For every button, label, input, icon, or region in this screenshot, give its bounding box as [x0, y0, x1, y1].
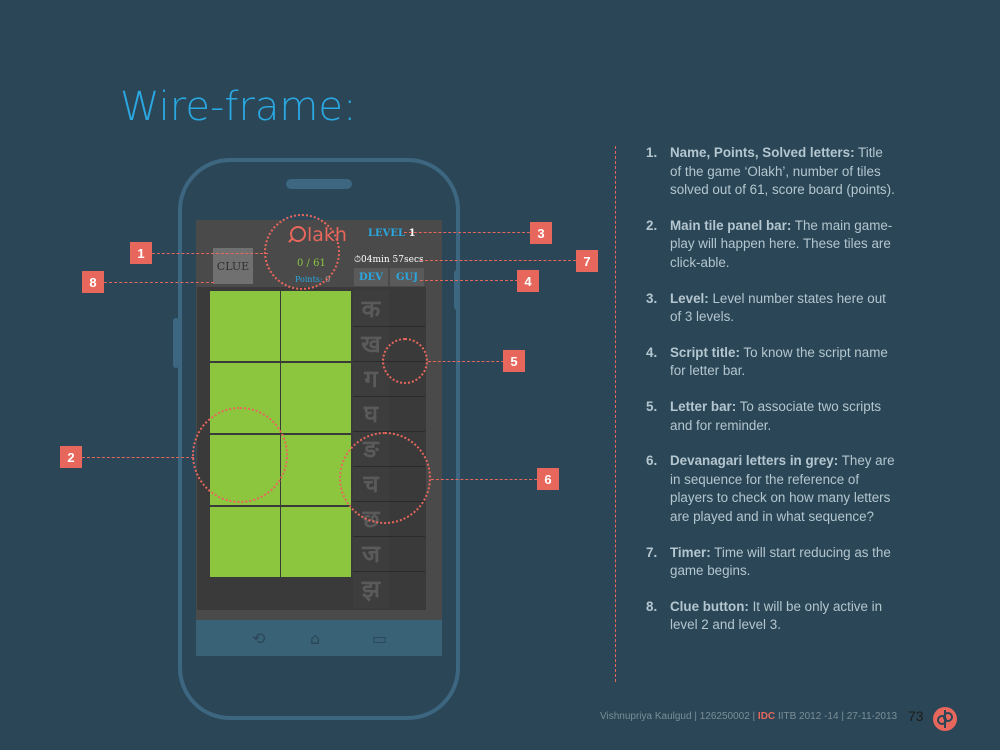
callout-line-5 — [428, 361, 504, 362]
callout-circle-5 — [382, 338, 428, 384]
description-item: 1. Name, Points, Solved letters: Title of… — [646, 144, 896, 200]
callout-marker-3: 3 — [530, 222, 552, 244]
callout-line-4 — [420, 280, 518, 281]
script-tab-dev[interactable]: DEV — [354, 268, 388, 286]
item-number: 3. — [646, 290, 658, 306]
slide-title: Wire-frame: — [120, 84, 357, 130]
back-icon[interactable]: ⟲ — [252, 629, 266, 648]
footer-idc: IDC — [757, 711, 776, 722]
phone-speaker — [286, 179, 352, 189]
item-term: Devanagari letters in grey: — [670, 453, 839, 469]
home-icon[interactable]: ⌂ — [310, 629, 321, 648]
devanagari-letter: झ — [361, 575, 381, 603]
item-text: Title of the game ‘Olakh’, number of til… — [670, 145, 895, 198]
description-list: 1. Name, Points, Solved letters: Title of… — [646, 144, 896, 652]
item-term: Main tile panel bar: — [670, 217, 792, 233]
callout-marker-5: 5 — [503, 350, 525, 372]
item-text: To associate two scripts and for reminde… — [670, 398, 882, 433]
tile[interactable] — [210, 507, 280, 577]
callout-line-6 — [431, 479, 537, 480]
description-item: 5. Letter bar: To associate two scripts a… — [646, 398, 896, 435]
item-term: Clue button: — [670, 598, 749, 614]
item-term: Level: — [670, 290, 709, 306]
description-item: 3. Level: Level number states here out of… — [646, 290, 896, 327]
letter-cell-divider — [353, 326, 425, 327]
android-nav-bar: ⟲ ⌂ ▭ — [196, 620, 442, 656]
item-number: 6. — [646, 453, 658, 469]
callout-circle-6 — [339, 432, 431, 524]
item-term: Name, Points, Solved letters: — [670, 145, 855, 160]
item-text: It will be only active in level 2 and le… — [670, 598, 883, 633]
callout-marker-8: 8 — [82, 271, 104, 293]
footer-institute: IITB 2012 -14 — [777, 711, 839, 722]
letter-cell-divider — [353, 396, 425, 397]
phone-side-button-left — [173, 318, 179, 368]
footer-author: Vishnupriya Kaulgud | 126250002 | — [600, 711, 756, 722]
level-label: LEVEL — [368, 228, 406, 239]
item-text: Level number states here out of 3 levels… — [670, 290, 886, 325]
page-number: 73 — [908, 708, 924, 724]
phone-side-button-right — [454, 270, 460, 310]
description-item: 6. Devanagari letters in grey: They are i… — [646, 452, 896, 526]
clock-icon: ⏱ — [354, 255, 362, 265]
description-item: 7. Timer: Time will start reducing as the… — [646, 544, 896, 581]
level-value: 1 — [408, 228, 416, 239]
devanagari-letter: ख — [361, 330, 381, 358]
devanagari-letter: ग — [364, 365, 378, 393]
devanagari-letter: घ — [363, 400, 379, 428]
clue-button[interactable]: CLUE — [213, 248, 253, 284]
callout-marker-1: 1 — [130, 242, 152, 264]
tile[interactable] — [281, 507, 351, 577]
tile[interactable] — [281, 363, 351, 433]
letter-cell-divider — [353, 536, 425, 537]
vertical-divider — [615, 146, 616, 682]
callout-marker-6: 6 — [537, 468, 559, 490]
callout-line-8 — [104, 282, 214, 283]
callout-line-2 — [82, 457, 194, 458]
recent-apps-icon[interactable]: ▭ — [372, 629, 388, 648]
footer-date: | 27-11-2013 — [841, 711, 898, 722]
item-text: To know the script name for letter bar. — [670, 344, 888, 379]
callout-marker-2: 2 — [60, 446, 82, 468]
brand-logo-icon — [933, 707, 957, 731]
callout-circle-1 — [264, 214, 340, 290]
devanagari-letter: ज — [362, 540, 380, 568]
item-number: 7. — [646, 544, 658, 560]
timer-text: 04min 57secs — [361, 255, 424, 265]
description-item: 2. Main tile panel bar: The main game-pla… — [646, 217, 896, 273]
item-term: Script title: — [670, 344, 740, 360]
callout-circle-2 — [192, 407, 288, 503]
slide-footer: Vishnupriya Kaulgud | 126250002 | IDC II… — [600, 711, 897, 722]
item-term: Timer: — [670, 544, 711, 560]
timer-display: ⏱04min 57secs — [354, 255, 424, 265]
item-number: 2. — [646, 217, 658, 233]
item-number: 5. — [646, 398, 658, 414]
item-text: They are in sequence for the reference o… — [670, 453, 895, 524]
item-text: The main game-play will happen here. The… — [670, 217, 893, 270]
letter-cell-divider — [353, 431, 425, 432]
tile[interactable] — [210, 291, 280, 361]
description-item: 4. Script title: To know the script name … — [646, 344, 896, 381]
item-text: Time will start reducing as the game beg… — [670, 544, 891, 579]
letter-cell-divider — [353, 571, 425, 572]
callout-line-3 — [404, 232, 530, 233]
devanagari-letter: क — [361, 295, 381, 323]
level-display: LEVEL 1 — [368, 228, 416, 239]
callout-marker-4: 4 — [517, 270, 539, 292]
description-item: 8. Clue button: It will be only active in… — [646, 598, 896, 635]
item-number: 1. — [646, 145, 658, 160]
tile[interactable] — [281, 291, 351, 361]
item-number: 4. — [646, 344, 658, 360]
item-term: Letter bar: — [670, 398, 737, 414]
callout-line-7 — [420, 260, 576, 261]
callout-marker-7: 7 — [576, 250, 598, 272]
callout-line-1 — [152, 253, 268, 254]
item-number: 8. — [646, 598, 658, 614]
script-tab-guj[interactable]: GUJ — [390, 268, 424, 286]
